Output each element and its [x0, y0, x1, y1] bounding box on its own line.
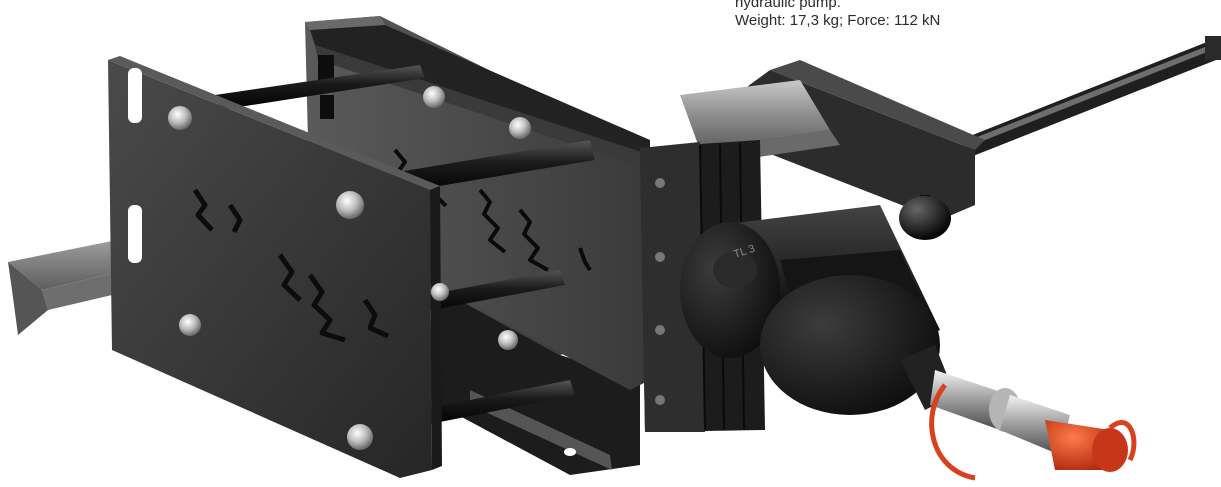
front-plate	[108, 56, 442, 478]
knob	[899, 195, 951, 240]
handle-bar	[960, 36, 1221, 158]
die-block	[640, 140, 765, 432]
front-plate-slots	[192, 188, 390, 343]
acorn-nuts	[168, 86, 531, 450]
caption-line-1: hydraulic pump.	[735, 0, 841, 11]
guide-rods	[215, 65, 595, 425]
rear-bracket	[680, 60, 985, 220]
hydraulic-coupler	[900, 345, 1137, 481]
hydraulic-cylinder	[680, 205, 940, 415]
product-caption: hydraulic pump. Weight: 17,3 kg; Force: …	[735, 0, 1195, 30]
caption-line-2: Weight: 17,3 kg; Force: 112 kN	[735, 12, 941, 29]
